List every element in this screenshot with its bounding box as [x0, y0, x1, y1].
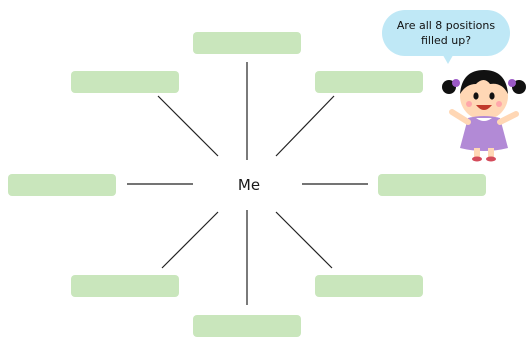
position-box-top[interactable]	[193, 32, 301, 54]
position-box-bottom-left[interactable]	[71, 275, 179, 297]
speech-bubble-line-1: Are all 8 positions	[396, 19, 496, 32]
spoke-top-left	[157, 95, 219, 157]
speech-bubble-tail	[440, 50, 456, 64]
spoke-bottom-left	[161, 211, 219, 269]
girl-character-icon	[442, 70, 526, 162]
speech-bubble-line-2: filled up?	[420, 34, 472, 47]
position-box-bottom-right[interactable]	[315, 275, 423, 297]
position-box-left[interactable]	[8, 174, 116, 196]
speech-bubble: Are all 8 positions filled up?	[382, 10, 510, 56]
spoke-bottom-right	[275, 211, 333, 269]
center-label: Me	[237, 176, 261, 194]
position-box-bottom[interactable]	[193, 315, 301, 337]
spoke-top-right	[275, 95, 335, 157]
position-box-top-left[interactable]	[71, 71, 179, 93]
position-box-right[interactable]	[378, 174, 486, 196]
position-box-top-right[interactable]	[315, 71, 423, 93]
